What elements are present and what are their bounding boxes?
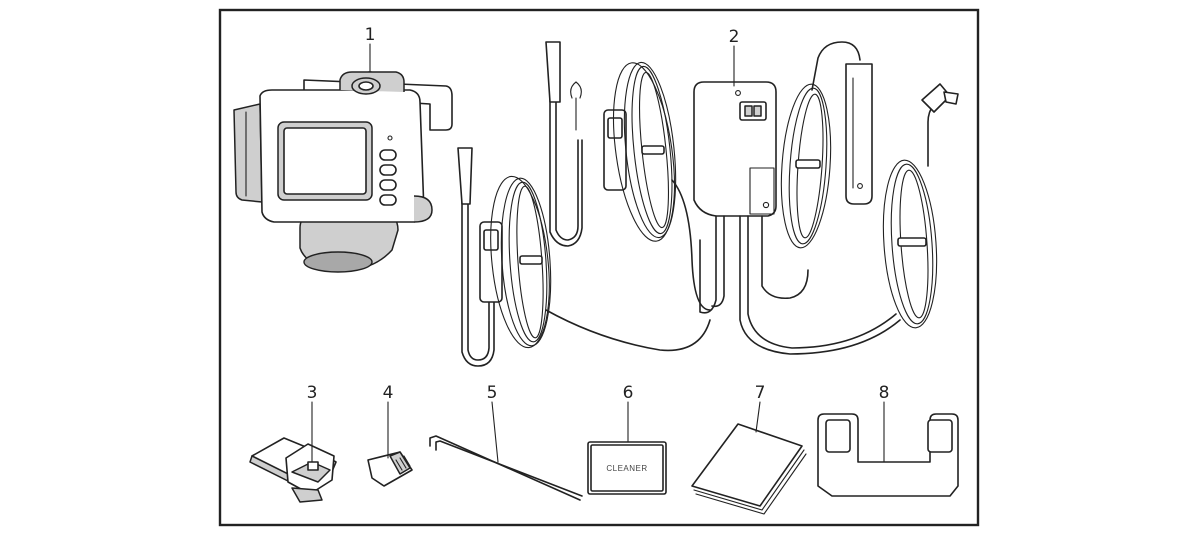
part-number-3: 3 (307, 383, 318, 403)
camera-unit (233, 71, 453, 273)
part-number-2: 2 (729, 27, 740, 47)
cleaner-pad (587, 441, 667, 495)
diagram-frame (218, 8, 980, 527)
mounting-template (817, 413, 959, 497)
callout-leaders (311, 43, 885, 463)
part-number-6: 6 (623, 383, 634, 403)
microsd-card (367, 451, 413, 487)
power-cable-set (457, 41, 959, 367)
part-number-7: 7 (755, 383, 766, 403)
mounting-bracket (249, 437, 337, 503)
part-number-4: 4 (383, 383, 394, 403)
cleaner-label: CLEANER (606, 464, 647, 473)
part-number-8: 8 (879, 383, 890, 403)
hex-key (429, 435, 583, 501)
part-number-5: 5 (487, 383, 498, 403)
instruction-manual (691, 423, 807, 515)
part-number-1: 1 (365, 25, 376, 45)
